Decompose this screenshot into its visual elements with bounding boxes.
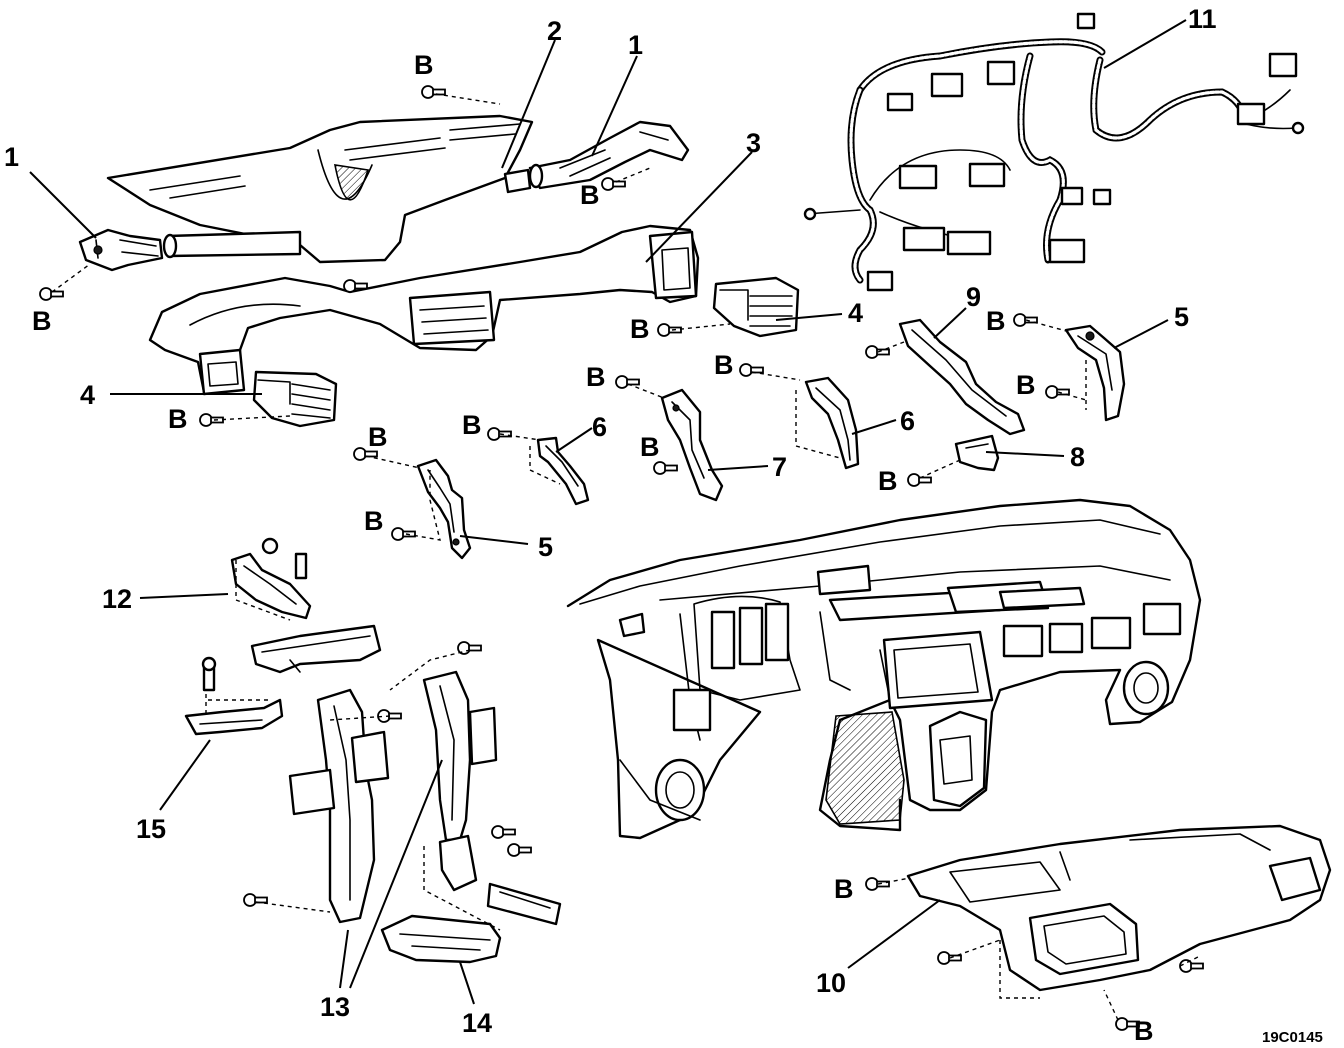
side-register-right-part-4 (712, 276, 800, 338)
instrument-panel-assembly (566, 498, 1202, 840)
bolt-label: B (168, 404, 188, 434)
bolt-labels: B B B B B B B B B B B B B B B B (32, 50, 1154, 1046)
bolt-label: B (32, 306, 52, 336)
callout-5-right: 5 (1174, 302, 1189, 332)
callout-9: 9 (966, 282, 981, 312)
bolt-label: B (580, 180, 600, 210)
bolt-label: B (878, 466, 898, 496)
callout-2: 2 (547, 16, 562, 46)
bolt-label: B (364, 506, 384, 536)
center-brace-right-part-13 (422, 670, 562, 926)
callout-4-left: 4 (80, 380, 95, 410)
bolt-label: B (834, 874, 854, 904)
callout-8: 8 (1070, 442, 1085, 472)
figure-code: 19C0145 (1262, 1029, 1323, 1046)
bolt-label: B (714, 350, 734, 380)
side-register-left-part-4 (252, 370, 338, 428)
center-air-duct-part-3 (148, 224, 700, 396)
bracket-part-12 (230, 537, 312, 620)
callout-4-right: 4 (848, 298, 863, 328)
callout-10: 10 (816, 968, 846, 998)
leader-lines (29, 19, 1187, 1005)
side-defroster-nozzle-left-part-1 (78, 228, 164, 272)
wiring-harness-part-11 (803, 12, 1305, 292)
bolt-label: B (414, 50, 434, 80)
bolt-label: B (986, 306, 1006, 336)
brace-part-9 (898, 318, 1026, 436)
bolt-label: B (630, 314, 650, 344)
bracket-right-part-6 (804, 376, 860, 470)
callout-5-left: 5 (538, 532, 553, 562)
callout-6-right: 6 (900, 406, 915, 436)
bolt-label: B (1016, 370, 1036, 400)
callout-6-left: 6 (592, 412, 607, 442)
callout-13: 13 (320, 992, 350, 1022)
instrument-cluster-panel-part-10 (906, 824, 1332, 992)
callout-12: 12 (102, 584, 132, 614)
callout-1-left: 1 (4, 142, 19, 172)
reinforcement-bracket (250, 624, 382, 674)
callout-labels: 1 2 1 3 4 4 5 5 6 6 7 8 9 10 11 12 13 14… (4, 4, 1217, 1038)
callout-11: 11 (1188, 4, 1217, 34)
bracket-part-15 (184, 656, 284, 736)
bracket-left-part-6 (536, 436, 590, 506)
bracket-right-part-5 (1064, 324, 1126, 422)
defroster-duct-part-2 (106, 114, 534, 264)
bracket-left-part-5 (416, 458, 472, 560)
bolt-label: B (1134, 1016, 1154, 1046)
callout-1-right: 1 (628, 30, 643, 60)
callout-15: 15 (136, 814, 166, 844)
bolt-label: B (462, 410, 482, 440)
center-brace-left-part-13 (288, 688, 390, 924)
side-defroster-duct-right-part-1 (528, 120, 690, 190)
bracket-part-7 (660, 388, 724, 502)
bolt-label: B (368, 422, 388, 452)
callout-14: 14 (462, 1008, 492, 1038)
callout-7: 7 (772, 452, 787, 482)
bracket-part-8 (954, 434, 1000, 472)
bolt-label: B (640, 432, 660, 462)
bolt-label: B (586, 362, 606, 392)
relay-box-part-14 (380, 914, 502, 964)
callout-3: 3 (746, 128, 761, 158)
assembly-lines (51, 93, 1201, 1021)
